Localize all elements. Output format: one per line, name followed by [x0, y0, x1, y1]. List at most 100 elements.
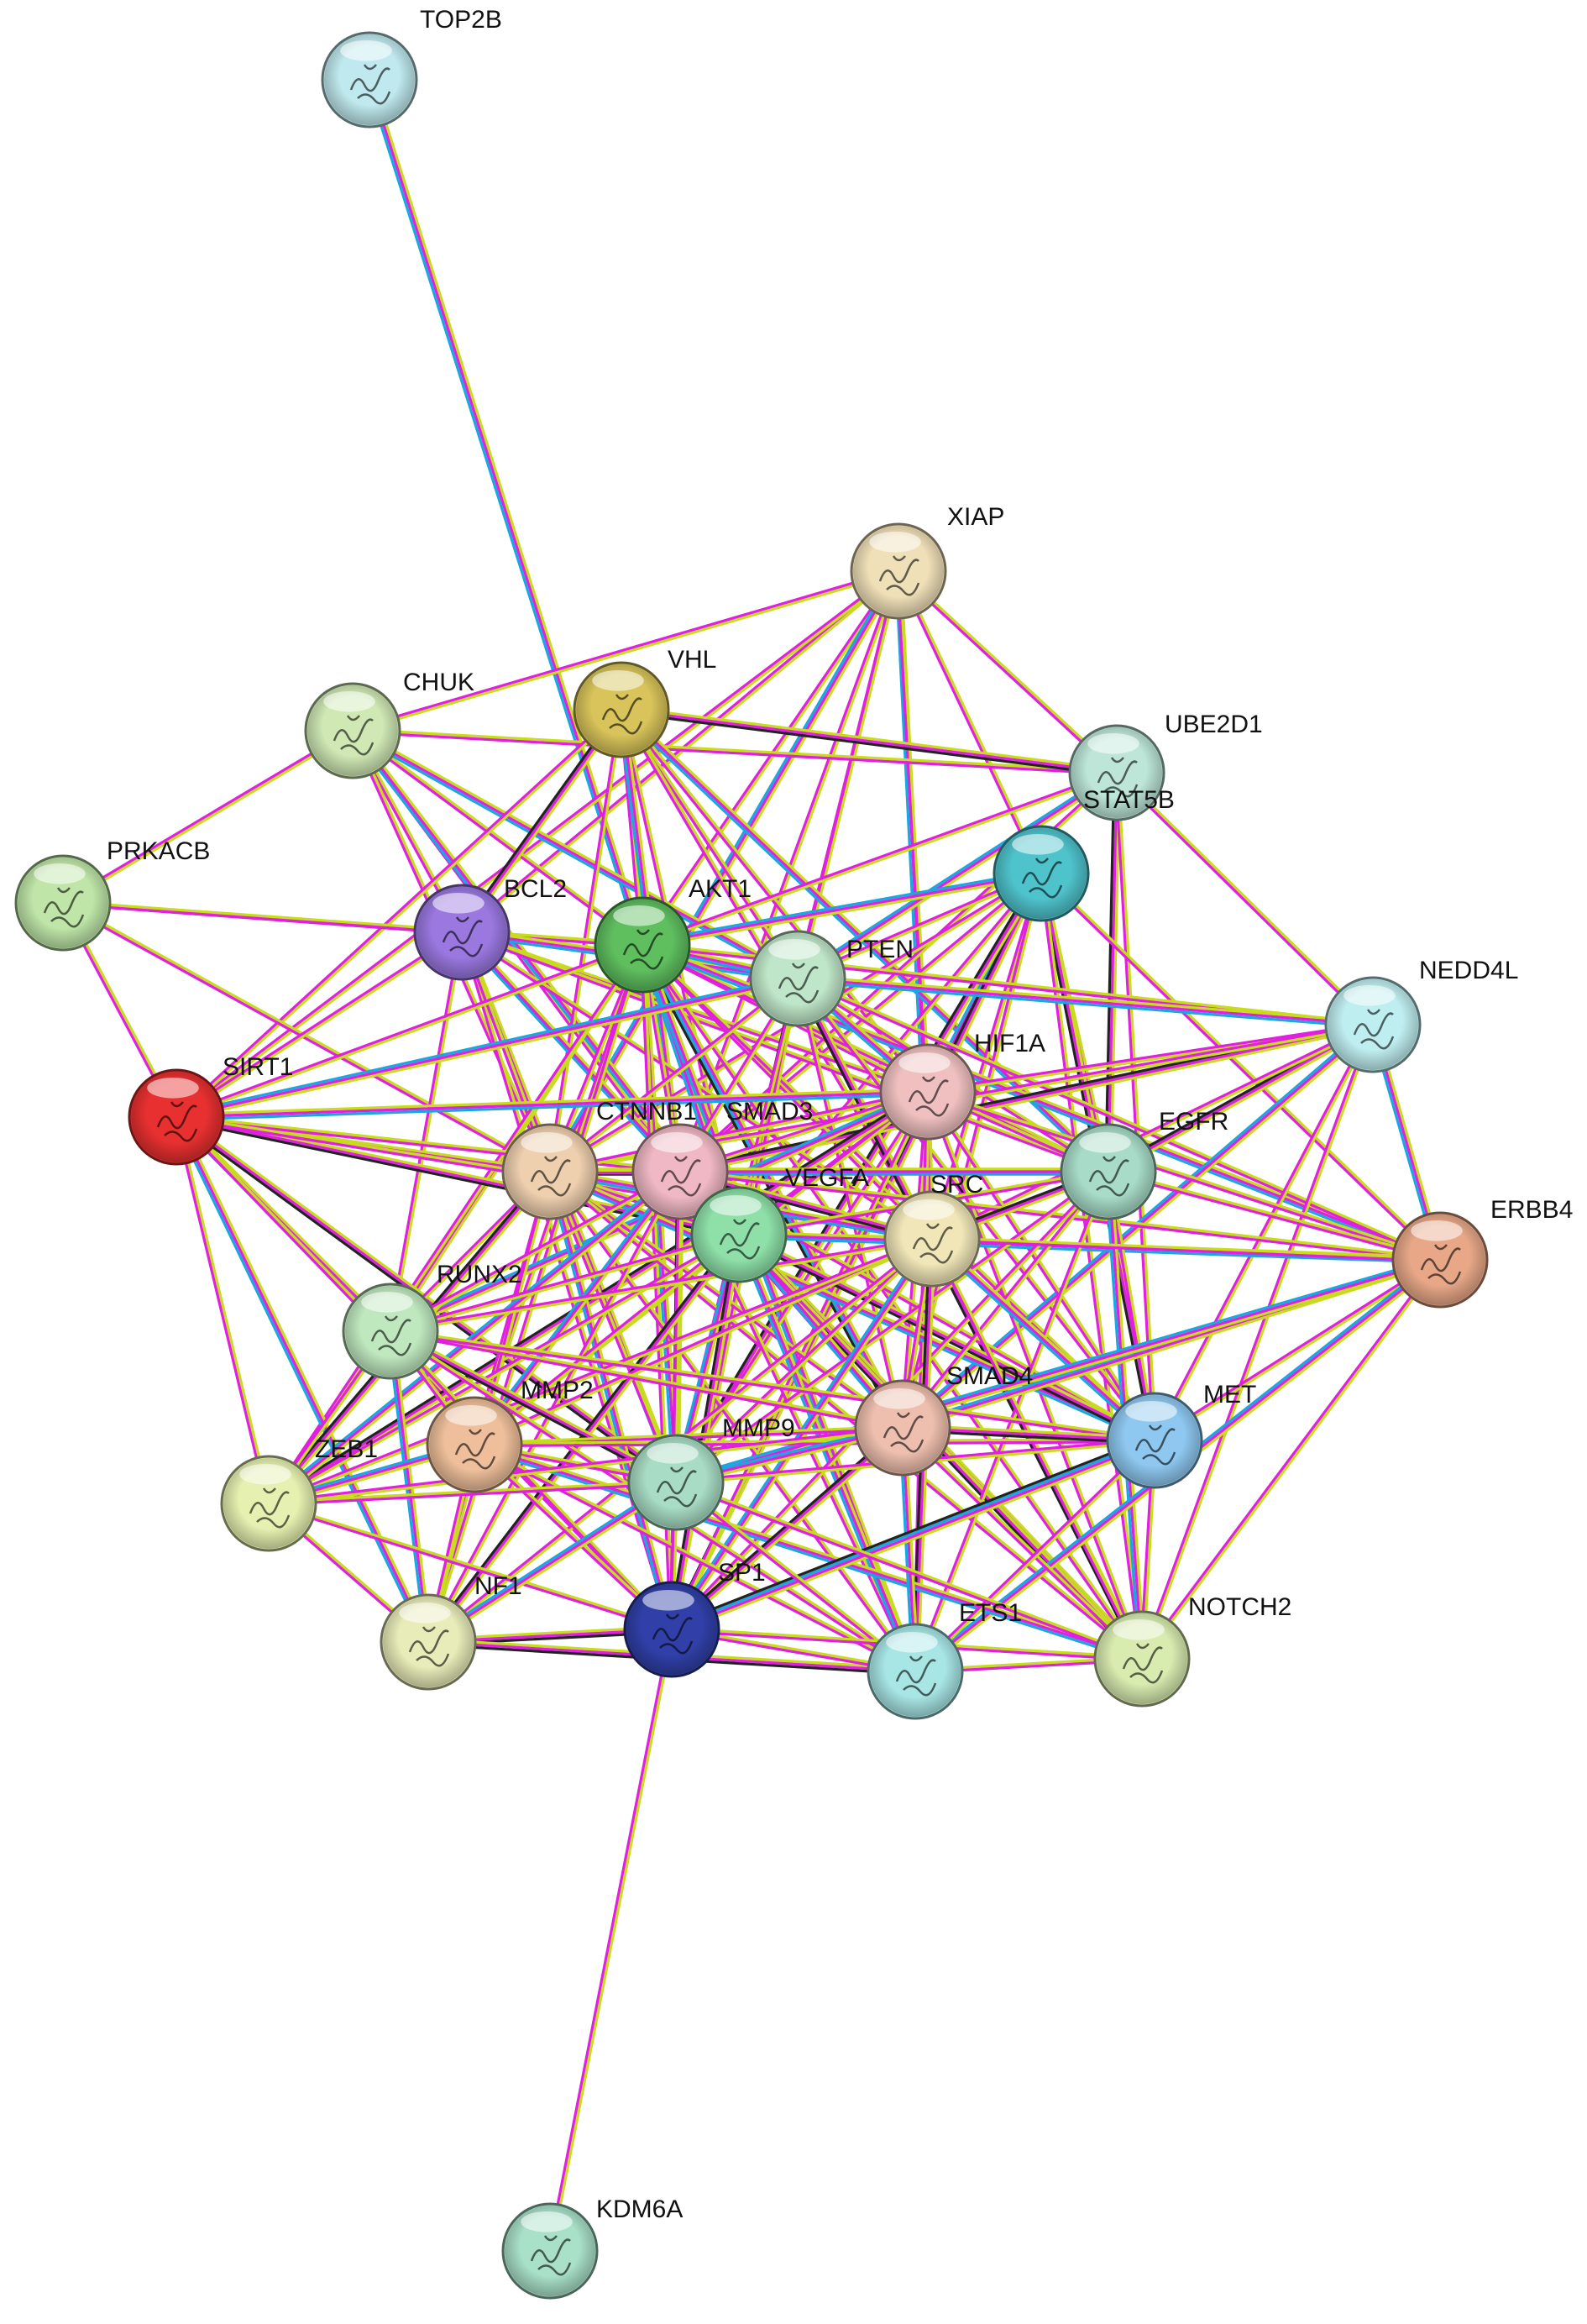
- edge-line: [175, 709, 624, 1120]
- edge-line: [1151, 1022, 1374, 1441]
- node-prkacb[interactable]: PRKACB: [14, 837, 210, 952]
- edge-line: [351, 730, 1118, 776]
- edge-line: [352, 727, 801, 978]
- node-egfr[interactable]: EGFR: [1060, 1108, 1228, 1220]
- node-vhl[interactable]: VHL: [573, 646, 716, 758]
- edge-line: [1114, 772, 1374, 1027]
- node-zeb1[interactable]: ZEB1: [220, 1435, 378, 1552]
- edge-xiap-ube2d1: [896, 569, 1119, 775]
- edge-line: [549, 1169, 1144, 1660]
- edge-line: [677, 1170, 684, 1484]
- node-highlight: [873, 1388, 925, 1409]
- node-sp1[interactable]: SP1: [623, 1559, 766, 1678]
- node-label: SRC: [930, 1171, 983, 1199]
- edge-line: [62, 900, 553, 1172]
- protein-structure-icon: [1021, 858, 1063, 899]
- edge-line: [389, 1328, 1156, 1441]
- node-highlight: [592, 669, 644, 691]
- edge-line: [668, 1435, 1155, 1628]
- node-label: ERBB4: [1490, 1196, 1573, 1224]
- node-kdm6a[interactable]: KDM6A: [501, 2195, 683, 2300]
- node-vegfa[interactable]: VEGFA: [690, 1164, 869, 1283]
- protein-structure-icon: [895, 1655, 937, 1697]
- edge-line: [175, 1088, 930, 1116]
- node-label: HIF1A: [974, 1030, 1045, 1057]
- node-label: VEGFA: [785, 1164, 869, 1192]
- edge-xiap-hif1a: [895, 569, 931, 1094]
- edge-line: [175, 1115, 272, 1505]
- edge-line: [352, 728, 645, 946]
- node-mmp2[interactable]: MMP2: [426, 1377, 594, 1493]
- edge-vegfa-ets1: [735, 1232, 919, 1674]
- node-highlight: [1125, 1400, 1177, 1422]
- edge-line: [673, 1169, 1109, 1483]
- node-sirt1[interactable]: SIRT1: [128, 1053, 293, 1166]
- edge-pten-nedd4l: [796, 974, 1375, 1029]
- node-xiap[interactable]: XIAP: [850, 503, 1004, 620]
- edge-line: [926, 1021, 1375, 1093]
- node-nf1[interactable]: NF1: [380, 1572, 522, 1691]
- edge-line: [549, 1628, 675, 2253]
- node-akt1[interactable]: AKT1: [594, 875, 752, 994]
- node-highlight: [642, 1589, 694, 1611]
- node-smad4[interactable]: SMAD4: [854, 1362, 1033, 1477]
- edge-line: [62, 730, 355, 905]
- edge-line: [547, 1172, 1155, 1445]
- edge-line: [927, 1089, 1157, 1441]
- node-highlight: [1411, 1220, 1463, 1241]
- node-bcl2[interactable]: BCL2: [413, 875, 567, 981]
- edge-stat5b-akt1: [640, 869, 1044, 949]
- edge-erbb4-notch2: [1139, 1257, 1443, 1661]
- node-label: AKT1: [689, 875, 752, 903]
- edge-line: [388, 1168, 681, 1332]
- edge-egfr-erbb4: [1106, 1168, 1443, 1263]
- edge-smad3-zeb1: [265, 1167, 684, 1508]
- node-stat5b[interactable]: STAT5B: [993, 786, 1175, 922]
- edge-runx2-met: [389, 1328, 1156, 1444]
- node-runx2[interactable]: RUNX2: [342, 1261, 522, 1380]
- node-highlight: [710, 1194, 762, 1216]
- edge-line: [428, 1483, 679, 1646]
- edge-line: [351, 570, 901, 734]
- edge-line: [548, 1091, 930, 1175]
- edge-line: [795, 978, 1441, 1263]
- node-ets1[interactable]: ETS1: [867, 1599, 1022, 1720]
- edge-hif1a-erbb4: [925, 1089, 1443, 1263]
- node-src[interactable]: SRC: [883, 1171, 983, 1288]
- protein-structure-icon: [1420, 1244, 1462, 1285]
- edge-line: [549, 978, 800, 1174]
- node-nedd4l[interactable]: NEDD4L: [1324, 957, 1518, 1073]
- node-highlight: [521, 2211, 573, 2232]
- edges-layer: [60, 77, 1444, 2253]
- node-pten[interactable]: PTEN: [749, 930, 914, 1027]
- edge-met-ets1: [913, 1438, 1157, 1674]
- edge-line: [547, 976, 799, 1172]
- protein-structure-icon: [408, 1626, 450, 1667]
- node-mmp9[interactable]: MMP9: [627, 1414, 795, 1531]
- node-notch2[interactable]: NOTCH2: [1093, 1593, 1291, 1708]
- edge-met-sp1: [668, 1435, 1158, 1635]
- edge-line: [350, 568, 900, 732]
- protein-structure-icon: [660, 1156, 702, 1197]
- node-smad3[interactable]: SMAD3: [631, 1098, 813, 1220]
- node-ube2d1[interactable]: UBE2D1: [1068, 711, 1263, 821]
- edge-line: [798, 774, 1120, 983]
- edge-line: [640, 869, 1043, 944]
- edge-vhl-ube2d1: [619, 706, 1119, 777]
- node-met[interactable]: MET: [1106, 1381, 1256, 1489]
- node-hif1a[interactable]: HIF1A: [879, 1030, 1045, 1141]
- edge-line: [896, 570, 1118, 775]
- node-label: MMP9: [722, 1414, 795, 1442]
- edge-line: [174, 930, 463, 1118]
- edge-line: [473, 1170, 682, 1446]
- edge-line: [266, 942, 643, 1504]
- protein-structure-icon: [883, 1412, 924, 1453]
- node-highlight: [768, 938, 820, 960]
- node-erbb4[interactable]: ERBB4: [1391, 1196, 1573, 1309]
- node-top2b[interactable]: TOP2B: [321, 6, 502, 129]
- node-highlight: [903, 1199, 955, 1220]
- node-ctnnb1[interactable]: CTNNB1: [501, 1098, 697, 1220]
- edge-line: [351, 727, 1118, 774]
- node-label: NOTCH2: [1188, 1593, 1291, 1621]
- node-chuk[interactable]: CHUK: [304, 669, 474, 779]
